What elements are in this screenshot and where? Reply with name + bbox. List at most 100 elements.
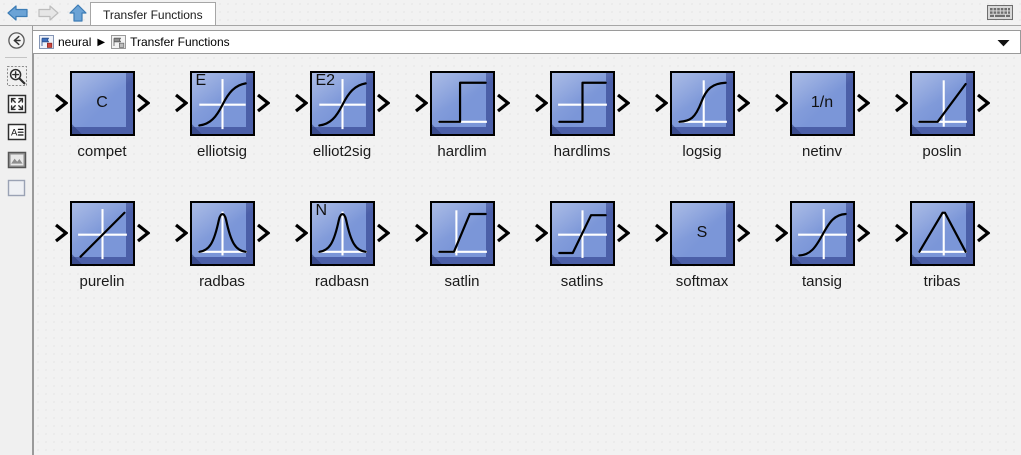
tab-transfer-functions[interactable]: Transfer Functions [90,2,216,26]
input-port-arrow-icon [54,92,68,114]
library-block-hardlims[interactable]: hardlims [520,66,644,160]
output-port-arrow-icon [256,222,270,244]
back-arrow-icon[interactable] [4,1,32,25]
block-icon[interactable]: E2 [309,70,375,136]
input-port-arrow-icon [894,222,908,244]
block-icon[interactable] [429,200,495,266]
block-icon[interactable] [69,200,135,266]
zoom-in-icon[interactable] [0,62,33,90]
library-block-elliot2sig[interactable]: E2 elliot2sig [280,66,404,160]
output-port-arrow-icon [856,92,870,114]
block-bevel-bottom [911,256,973,264]
block-icon[interactable] [429,70,495,136]
chevron-down-icon[interactable] [997,39,1010,47]
block-icon[interactable]: 1/n [789,70,855,136]
block-bevel-bottom [791,256,853,264]
fit-to-view-icon[interactable] [0,90,33,118]
keyboard-icon[interactable] [987,5,1013,20]
block-icon[interactable] [909,200,975,266]
up-arrow-icon[interactable] [64,1,92,25]
output-port-arrow-icon [376,222,390,244]
library-block-netinv[interactable]: 1/n netinv [760,66,884,160]
output-port-arrow-icon [856,222,870,244]
block-caption: softmax [675,273,729,290]
block-bevel-bottom [791,126,853,134]
output-port-arrow-icon [136,92,150,114]
library-block-logsig[interactable]: logsig [640,66,764,160]
block-body[interactable]: C [40,66,164,140]
block-icon[interactable]: N [309,200,375,266]
block-body[interactable] [160,196,284,270]
block-body[interactable]: 1/n [760,66,884,140]
block-highlight [71,72,133,134]
output-port-arrow-icon [496,222,510,244]
input-port-arrow-icon [774,92,788,114]
library-block-hardlim[interactable]: hardlim [400,66,524,160]
block-icon[interactable]: E [189,70,255,136]
output-port-arrow-icon [976,222,990,244]
block-body[interactable]: N [280,196,404,270]
library-block-satlin[interactable]: satlin [400,196,524,290]
block-body[interactable] [760,196,884,270]
navigation-buttons [4,1,92,25]
block-body[interactable] [640,66,764,140]
block-icon[interactable] [189,200,255,266]
input-port-arrow-icon [54,222,68,244]
breadcrumb-separator: ▶ [97,36,106,48]
block-icon[interactable]: C [69,70,135,136]
block-body[interactable] [400,196,524,270]
block-body[interactable] [400,66,524,140]
block-body[interactable] [880,196,1004,270]
block-bevel-bottom [71,126,133,134]
block-icon[interactable] [789,200,855,266]
block-icon[interactable] [549,70,615,136]
block-caption: hardlims [553,143,611,160]
library-icon-color [39,35,54,49]
library-block-tribas[interactable]: tribas [880,196,1004,290]
block-caption: elliot2sig [312,143,372,160]
block-icon[interactable] [549,200,615,266]
block-icon[interactable] [669,70,735,136]
output-port-arrow-icon [376,92,390,114]
library-block-satlins[interactable]: satlins [520,196,644,290]
input-port-arrow-icon [534,92,548,114]
block-body[interactable]: S [640,196,764,270]
breadcrumb: neural ▶ Transfer Functions [33,30,1021,54]
breadcrumb-item-transfer-functions[interactable]: Transfer Functions [111,35,230,49]
block-highlight [791,72,853,134]
tab-label: Transfer Functions [103,7,203,22]
library-block-radbas[interactable]: radbas [160,196,284,290]
image-annotation-icon[interactable] [0,146,33,174]
block-corner-label: E2 [315,71,336,89]
block-bevel-bottom [551,126,613,134]
block-body[interactable]: E2 [280,66,404,140]
library-block-tansig[interactable]: tansig [760,196,884,290]
output-port-arrow-icon [496,92,510,114]
block-body[interactable] [880,66,1004,140]
block-caption: netinv [801,143,843,160]
block-body[interactable]: E [160,66,284,140]
library-block-purelin[interactable]: purelin [40,196,164,290]
block-bevel-right [605,72,613,134]
block-bevel-right [845,72,853,134]
area-rectangle-icon[interactable] [0,174,33,202]
breadcrumb-item-neural[interactable]: neural [39,35,91,49]
block-body[interactable] [520,66,644,140]
block-icon[interactable]: S [669,200,735,266]
text-annotation-icon[interactable]: A [0,118,33,146]
block-bevel-right [485,202,493,264]
navigate-back-icon[interactable] [0,26,33,54]
block-body[interactable] [520,196,644,270]
output-port-arrow-icon [136,222,150,244]
block-body[interactable] [40,196,164,270]
block-icon[interactable] [909,70,975,136]
output-port-arrow-icon [256,92,270,114]
library-block-poslin[interactable]: poslin [880,66,1004,160]
block-bevel-right [125,72,133,134]
